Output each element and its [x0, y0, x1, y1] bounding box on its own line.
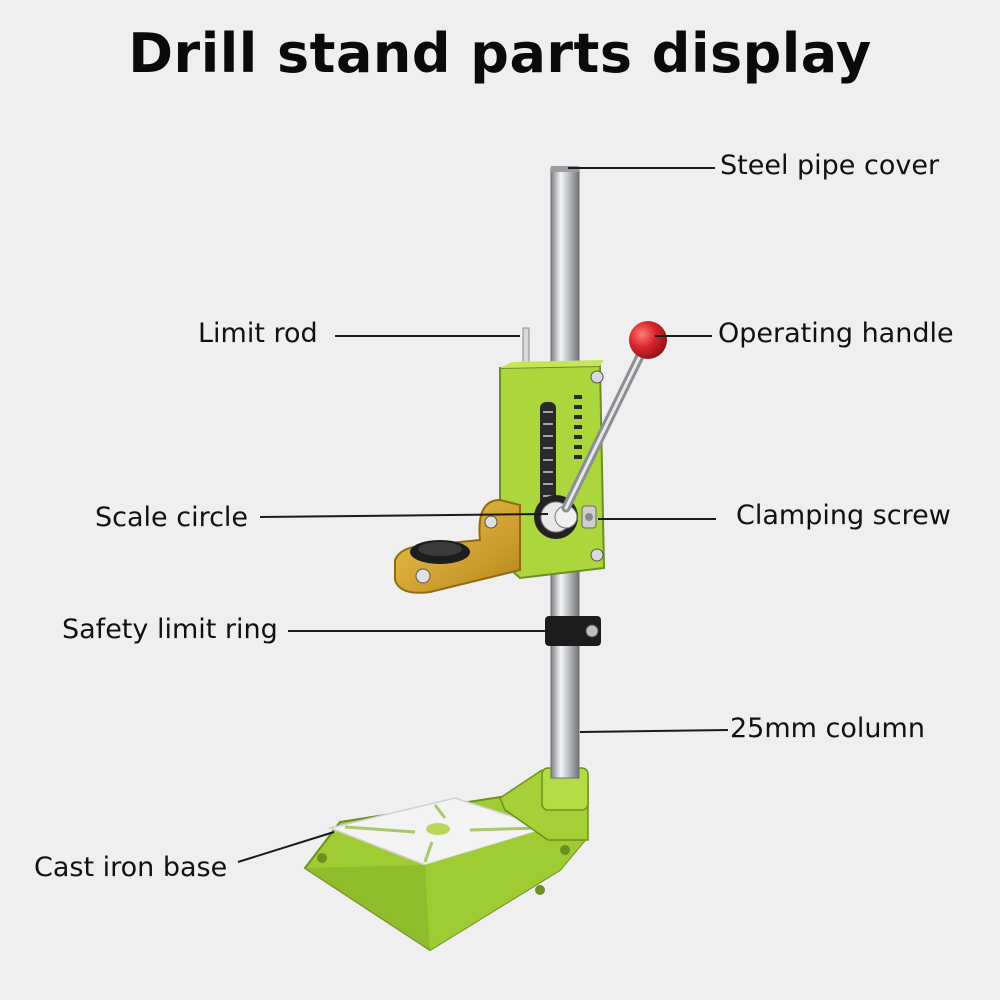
operating-handle [561, 321, 667, 513]
label-25mm-column: 25mm column [730, 713, 925, 744]
label-limit-rod: Limit rod [198, 318, 318, 349]
label-cast-iron-base: Cast iron base [34, 852, 228, 883]
page-title: Drill stand parts display [128, 22, 872, 85]
steel-pipe-cover [551, 166, 579, 172]
label-scale-circle: Scale circle [95, 502, 249, 533]
label-operating-handle: Operating handle [718, 318, 954, 349]
carriage-housing [499, 360, 606, 580]
safety-limit-ring [545, 616, 601, 646]
label-safety-limit-ring: Safety limit ring [62, 614, 278, 645]
label-steel-pipe-cover: Steel pipe cover [720, 150, 940, 181]
drill-clamp-arm [394, 498, 521, 594]
label-clamping-screw: Clamping screw [736, 500, 951, 531]
cast-iron-base [303, 788, 587, 952]
clamping-screw [581, 505, 597, 529]
leader-lines [237, 167, 729, 863]
